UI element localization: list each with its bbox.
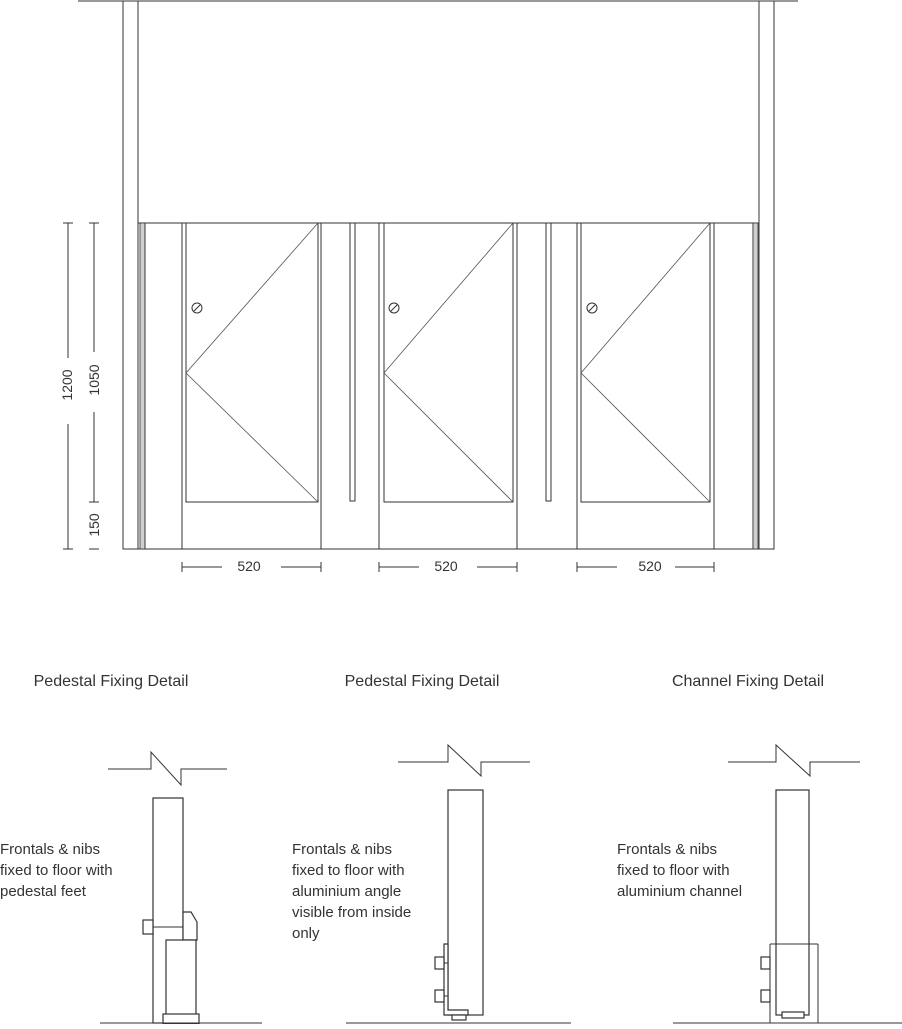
- left-wall: [122, 0, 139, 550]
- width-dimension-2: 520: [378, 558, 518, 574]
- left-end-infill: [139, 222, 146, 550]
- aluminium-angle: [443, 943, 469, 1016]
- width-dimension-3: 520: [576, 558, 715, 574]
- left-end-pilaster: [144, 222, 183, 550]
- right-wall: [758, 0, 775, 550]
- panel-section: [775, 789, 810, 1016]
- bolt-head: [434, 956, 445, 970]
- note-line: only: [292, 925, 320, 942]
- middle-pilaster-2-slot: [545, 222, 552, 502]
- width-label: 520: [434, 558, 458, 574]
- lock-slot: [193, 304, 201, 312]
- panel-section: [447, 789, 484, 1016]
- detail-2-drawing: [346, 743, 571, 1024]
- pedestal-foot: [165, 939, 197, 1016]
- middle-pilaster-1-slot: [349, 222, 356, 502]
- note-line: fixed to floor with: [617, 862, 730, 879]
- right-end-pilaster: [713, 222, 754, 550]
- door-panel: [383, 222, 514, 503]
- door-height-label: 1050: [86, 364, 102, 395]
- hinge-swing-lines: [580, 222, 711, 503]
- note-line: aluminium angle: [292, 883, 401, 900]
- width-label: 520: [237, 558, 261, 574]
- break-line: [728, 743, 860, 778]
- detail-1-note: Frontals & nibs fixed to floor with pede…: [0, 841, 113, 900]
- note-line: fixed to floor with: [292, 862, 405, 879]
- detail-1-drawing: [100, 750, 262, 1025]
- note-line: visible from inside: [292, 904, 411, 921]
- note-line: pedestal feet: [0, 883, 87, 900]
- door-1: [185, 222, 319, 503]
- lock-indicator-icon: [586, 302, 598, 314]
- break-line: [398, 743, 530, 778]
- right-end-infill: [752, 222, 759, 550]
- lock-indicator-icon: [388, 302, 400, 314]
- hinge-swing-lines: [383, 222, 514, 503]
- lock-indicator-icon: [191, 302, 203, 314]
- bolt-head: [434, 989, 445, 1003]
- bolt-head: [760, 956, 771, 970]
- channel-fixing: [781, 1011, 805, 1019]
- detail-3-title: Channel Fixing Detail: [672, 673, 824, 690]
- width-dimensions: 520 520 520: [181, 558, 715, 574]
- door-panel: [580, 222, 711, 503]
- detail-3-note: Frontals & nibs fixed to floor with alum…: [617, 841, 742, 900]
- hinge-swing-lines: [185, 222, 319, 503]
- note-line: Frontals & nibs: [292, 841, 392, 858]
- note-line: fixed to floor with: [0, 862, 113, 879]
- overall-height-label: 1200: [59, 369, 75, 400]
- width-dimension-1: 520: [181, 558, 322, 574]
- note-line: Frontals & nibs: [0, 841, 100, 858]
- detail-1-title: Pedestal Fixing Detail: [34, 673, 189, 690]
- height-dimensions: 1200 1050 150: [59, 222, 102, 550]
- lock-slot: [390, 304, 398, 312]
- break-line: [108, 750, 227, 787]
- pedestal-bracket: [182, 911, 198, 941]
- bolt-head: [142, 919, 154, 935]
- detail-3-drawing: [673, 743, 902, 1024]
- door-2: [383, 222, 514, 503]
- gap-height-label: 150: [86, 513, 102, 537]
- door-3: [580, 222, 711, 503]
- note-line: Frontals & nibs: [617, 841, 717, 858]
- bolt-head: [760, 989, 771, 1003]
- width-label: 520: [638, 558, 662, 574]
- detail-2-title: Pedestal Fixing Detail: [345, 673, 500, 690]
- angle-fixing: [451, 1014, 467, 1021]
- lock-slot: [588, 304, 596, 312]
- note-line: aluminium channel: [617, 883, 742, 900]
- detail-2-note: Frontals & nibs fixed to floor with alum…: [292, 841, 411, 942]
- door-panel: [185, 222, 319, 503]
- cubicle-elevation: [78, 0, 798, 550]
- middle-pilaster-2: [516, 222, 578, 550]
